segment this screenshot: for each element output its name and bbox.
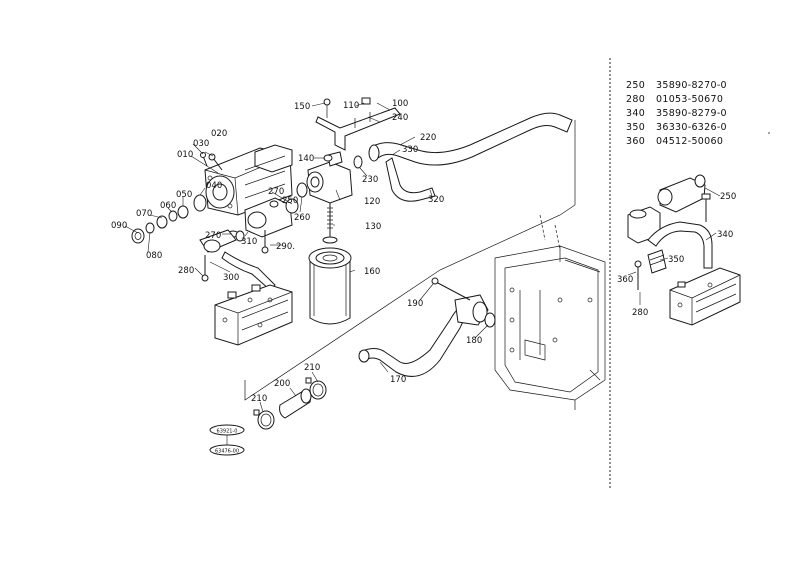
callout-240: 240 (392, 113, 408, 123)
callout-050: 050 (176, 190, 192, 200)
oil-filter-160 (308, 247, 352, 325)
callout-200: 200 (274, 379, 290, 389)
callout-170: 170 (390, 375, 406, 385)
callout-270: 270 (268, 187, 284, 197)
parts-row-5-part: 04512-50060 (656, 136, 723, 147)
callout-150: 150 (294, 102, 310, 112)
parts-row-5-ref: 360 (626, 136, 645, 147)
callout-060: 060 (160, 201, 176, 211)
hose-200 (279, 388, 312, 419)
ring-140 (323, 154, 333, 162)
right-valve (669, 267, 741, 326)
callout-090: 090 (111, 221, 127, 231)
parts-row-2-ref: 280 (626, 94, 645, 105)
callout-220: 220 (420, 133, 436, 143)
ring-180 (484, 312, 496, 328)
right-block (627, 206, 661, 244)
bolt-030 (200, 152, 208, 167)
callout-030: 030 (193, 139, 209, 149)
parts-row-1-ref: 250 (626, 80, 645, 91)
frame-line-2 (539, 214, 561, 251)
callout-130: 130 (365, 222, 381, 232)
bolt-290 (261, 230, 269, 254)
margin-dot (768, 132, 770, 134)
callout-250a: 250 (282, 196, 298, 206)
callout-160: 160 (364, 267, 380, 277)
parts-row-3-part: 35890-8279-0 (656, 108, 727, 119)
callout-280b: 280 (632, 308, 648, 318)
callout-labels: 010 020 030 040 050 060 070 080 090 100 … (111, 99, 736, 404)
callout-020: 020 (211, 129, 227, 139)
ring-230 (353, 155, 363, 169)
callout-180: 180 (466, 336, 482, 346)
callout-100: 100 (392, 99, 408, 109)
leader-lines (124, 102, 721, 413)
ring-260 (296, 182, 308, 198)
right-elbow-250 (657, 174, 706, 213)
bolt-020 (208, 153, 223, 171)
bolt-190 (431, 277, 471, 301)
right-bolt-360 (634, 260, 642, 290)
right-pipe-340 (647, 221, 713, 269)
parts-row-4-part: 36330-6326-0 (656, 122, 727, 133)
ring-310 (235, 230, 245, 242)
callout-250b: 250 (720, 192, 736, 202)
callout-210a: 210 (251, 394, 267, 404)
callout-120: 120 (364, 197, 380, 207)
callout-320: 320 (428, 195, 444, 205)
callout-210b: 210 (304, 363, 320, 373)
parts-row-4-ref: 350 (626, 122, 645, 133)
right-bolt-vertical (701, 193, 711, 222)
callout-140: 140 (298, 154, 314, 164)
parts-row-2-part: 01053-50670 (656, 94, 723, 105)
callout-280a: 280 (178, 266, 194, 276)
callout-360: 360 (617, 275, 633, 285)
callout-010: 010 (177, 150, 193, 160)
pipe-220 (368, 112, 573, 202)
filter-stud-130 (322, 203, 338, 244)
badge-group: 63921-0 63476-00 (209, 424, 245, 456)
callout-080: 080 (146, 251, 162, 261)
right-fitting-350 (647, 249, 667, 274)
badge-bottom-text: 63476-00 (215, 449, 239, 455)
callout-190: 190 (407, 299, 423, 309)
transmission-housing (494, 245, 606, 410)
callout-350: 350 (668, 255, 684, 265)
callout-070: 070 (136, 209, 152, 219)
frame-line-1 (244, 204, 576, 401)
badge-top-text: 63921-0 (217, 429, 238, 435)
callout-300: 300 (223, 273, 239, 283)
pipe-170 (358, 294, 489, 377)
gear-pump-010 (204, 144, 293, 216)
clamp-210a (253, 409, 275, 430)
parts-row-1-part: 35890-8270-0 (656, 80, 727, 91)
bolt-280 (201, 255, 209, 282)
bracket-100 (315, 97, 401, 151)
callout-040: 040 (206, 181, 222, 191)
callout-310: 310 (241, 237, 257, 247)
parts-row-3-ref: 340 (626, 108, 645, 119)
callout-340: 340 (717, 230, 733, 240)
callout-260: 260 (294, 213, 310, 223)
control-valve (214, 284, 293, 346)
parts-table: 250 35890-8270-0 280 01053-50670 340 358… (626, 80, 727, 147)
callout-330: 330 (402, 145, 418, 155)
callout-230: 230 (362, 175, 378, 185)
callout-290: 290. (276, 242, 295, 252)
callout-270b: 270 (205, 231, 221, 241)
clamp-210b (305, 377, 327, 400)
callout-110: 110 (343, 101, 359, 111)
elbow-250 (244, 197, 299, 238)
